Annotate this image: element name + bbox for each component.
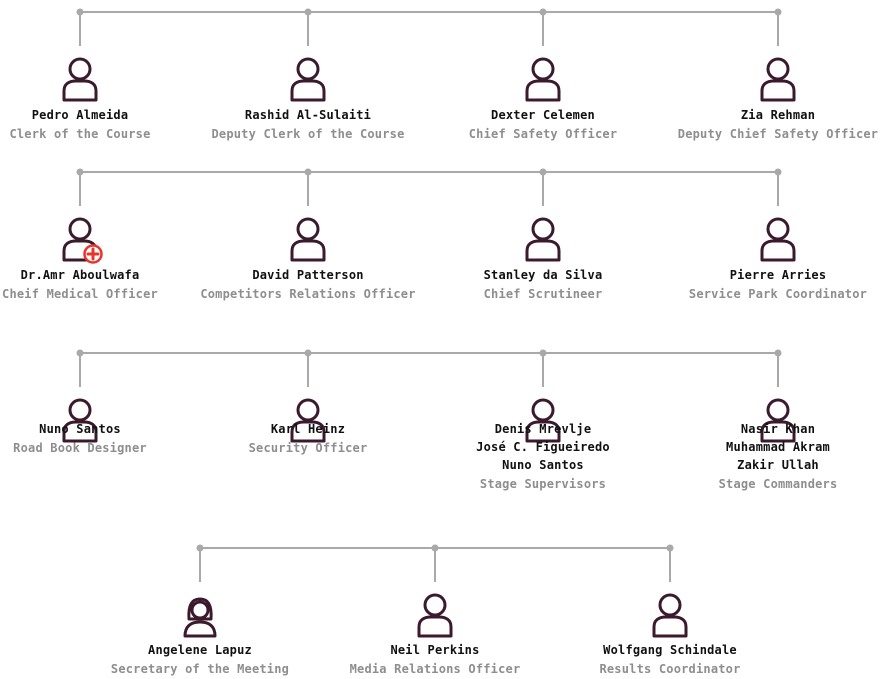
connector-dot — [304, 168, 312, 176]
person-icon — [647, 593, 693, 641]
person-role: Secretary of the Meeting — [110, 662, 290, 676]
medical-cross-badge — [83, 244, 103, 264]
person-role: Road Book Designer — [13, 441, 147, 455]
person-name: Muhammad Akram — [726, 440, 830, 454]
person-role: Deputy Clerk of the Course — [211, 127, 405, 141]
person-role: Deputy Chief Safety Officer — [677, 127, 879, 141]
person-name: Pedro Almeida — [31, 108, 129, 122]
person-role: Clerk of the Course — [9, 127, 151, 141]
person-name: Nuno Santos — [502, 458, 584, 472]
person-name: Karl Heinz — [270, 422, 346, 436]
medical-person-icon — [57, 217, 103, 265]
connector-dot — [431, 544, 439, 552]
person-name: Nasir Khan — [740, 422, 816, 436]
connector-dot — [539, 8, 547, 16]
connector-dot — [76, 349, 84, 357]
person-role: Stage Commanders — [718, 477, 838, 491]
person-icon — [57, 57, 103, 105]
person-name: Stanley da Silva — [483, 268, 603, 282]
connector-dot — [76, 8, 84, 16]
female-person-icon — [177, 593, 223, 641]
person-role: Stage Supervisors — [479, 477, 607, 491]
person-role: Competitors Relations Officer — [200, 287, 416, 301]
connector-dot — [76, 168, 84, 176]
connector-dot — [539, 349, 547, 357]
person-name: Rashid Al-Sulaiti — [244, 108, 372, 122]
connector-dot — [196, 544, 204, 552]
person-name: Wolfgang Schindale — [603, 643, 737, 657]
person-name: Angelene Lapuz — [148, 643, 252, 657]
person-name: Nuno Santos — [39, 422, 121, 436]
connector-dot — [774, 349, 782, 357]
person-role: Media Relations Officer — [349, 662, 521, 676]
person-icon — [520, 217, 566, 265]
person-role: Security Officer — [248, 441, 368, 455]
person-role: Cheif Medical Officer — [2, 287, 158, 301]
person-role: Service Park Coordinator — [688, 287, 868, 301]
person-name: José C. Figueiredo — [476, 440, 610, 454]
person-icon — [520, 398, 566, 446]
person-name: Dr.Amr Aboulwafa — [20, 268, 140, 282]
connector-dot — [539, 168, 547, 176]
person-name: David Patterson — [252, 268, 364, 282]
person-icon — [755, 57, 801, 105]
person-role: Chief Safety Officer — [468, 127, 618, 141]
person-name: Neil Perkins — [390, 643, 480, 657]
connector-dot — [304, 8, 312, 16]
person-icon — [285, 57, 331, 105]
person-role: Results Coordinator — [599, 662, 741, 676]
person-name: Zakir Ullah — [737, 458, 819, 472]
person-name: Denis Mrevlje — [494, 422, 592, 436]
person-icon — [57, 398, 103, 446]
person-role: Chief Scrutineer — [483, 287, 603, 301]
person-icon — [755, 217, 801, 265]
person-icon — [755, 398, 801, 446]
person-icon — [285, 217, 331, 265]
person-icon — [285, 398, 331, 446]
person-name: Zia Rehman — [740, 108, 816, 122]
connector-dot — [774, 168, 782, 176]
connector-dot — [666, 544, 674, 552]
connector-dot — [304, 349, 312, 357]
person-name: Dexter Celemen — [491, 108, 595, 122]
person-icon — [412, 593, 458, 641]
person-icon — [520, 57, 566, 105]
person-name: Pierre Arries — [729, 268, 827, 282]
connector-dot — [774, 8, 782, 16]
